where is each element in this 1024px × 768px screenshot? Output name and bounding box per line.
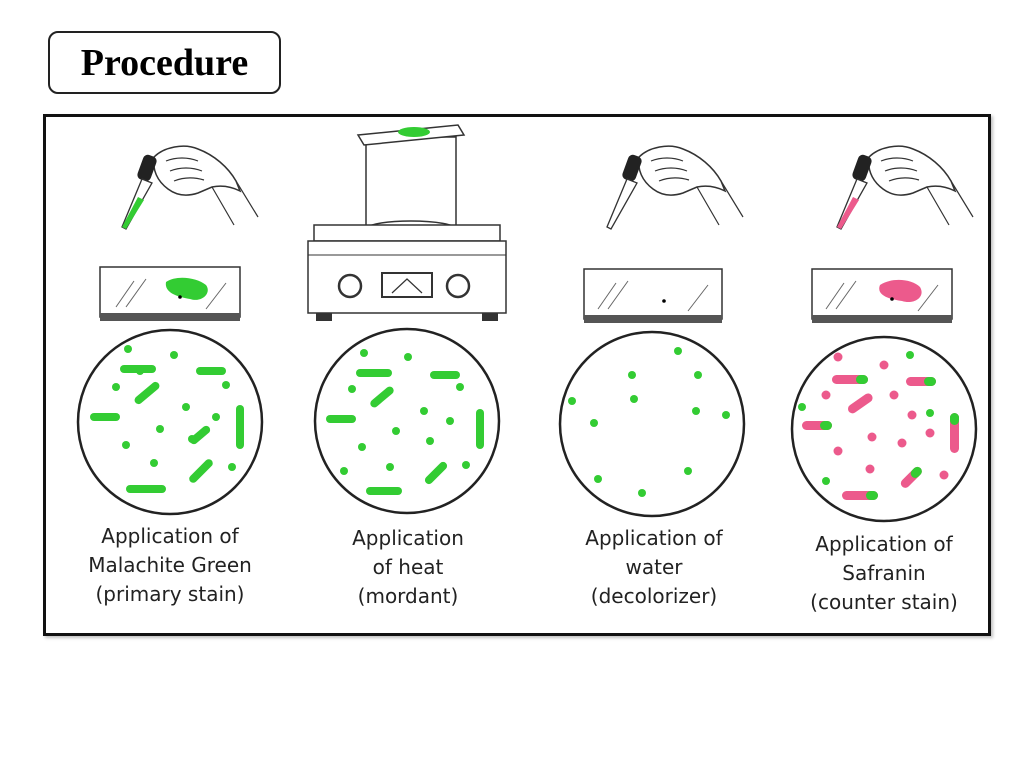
- step-2-field: [313, 327, 501, 515]
- step-1-caption-line-2: Malachite Green: [88, 553, 252, 577]
- step-1-slide: [99, 266, 241, 321]
- step-4-caption-line-2: Safranin: [842, 561, 926, 585]
- step-4-slide: [811, 268, 953, 323]
- page-title: Procedure: [48, 31, 281, 94]
- step-2-caption: Application of heat (mordant): [298, 524, 518, 611]
- step-3-caption-line-1: Application of: [585, 526, 723, 550]
- step-2-hot-plate: [307, 124, 507, 321]
- step-4-caption-line-3: (counter stain): [810, 590, 958, 614]
- step-1-caption-line-3: (primary stain): [95, 582, 245, 606]
- step-4-dropper: [836, 145, 974, 230]
- step-1-caption-line-1: Application of: [101, 524, 239, 548]
- step-2-caption-line-2: of heat: [372, 555, 444, 579]
- procedure-diagram: Application of Malachite Green (primary …: [43, 114, 991, 636]
- step-3-field: [558, 330, 746, 518]
- step-1-dropper: [121, 145, 259, 230]
- step-3-caption-line-3: (decolorizer): [590, 584, 718, 608]
- procedure-illustration: [76, 124, 978, 523]
- step-1-caption: Application of Malachite Green (primary …: [60, 522, 280, 609]
- step-3-slide: [583, 268, 723, 323]
- step-4-caption-line-1: Application of: [815, 532, 953, 556]
- step-2-caption-line-1: Application: [352, 526, 464, 550]
- step-3-caption: Application of water (decolorizer): [544, 524, 764, 611]
- step-4-caption: Application of Safranin (counter stain): [774, 530, 994, 617]
- step-3-caption-line-2: water: [625, 555, 683, 579]
- step-4-field: [790, 335, 978, 523]
- step-3-dropper: [606, 145, 744, 230]
- step-2-caption-line-3: (mordant): [357, 584, 459, 608]
- step-1-field: [76, 328, 264, 516]
